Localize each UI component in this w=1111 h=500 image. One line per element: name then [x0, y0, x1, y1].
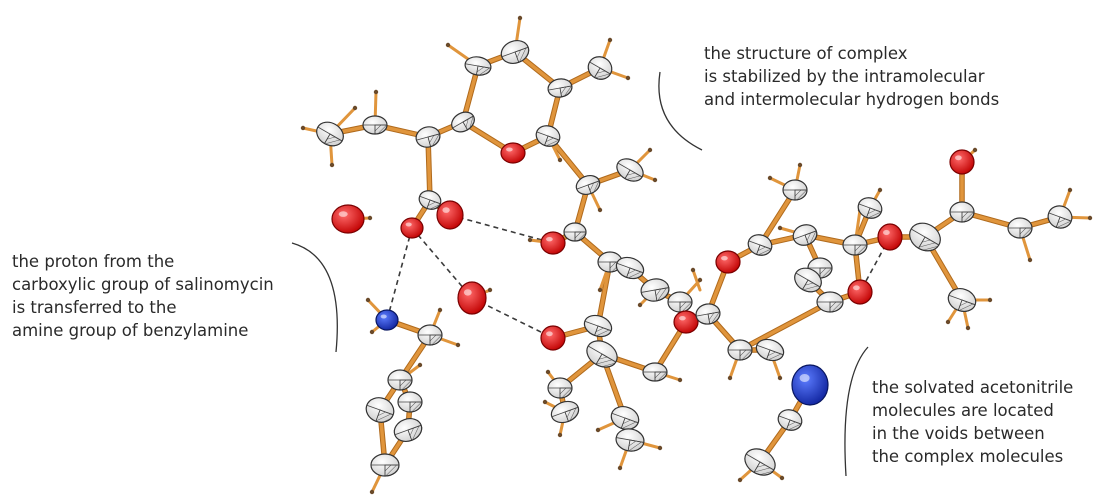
oxygen-atom: [847, 279, 873, 305]
carbon-atom: [949, 201, 975, 223]
annotation-line: the structure of complex: [704, 44, 908, 63]
carbon-atom: [842, 234, 868, 256]
carbon-atom: [417, 324, 443, 346]
oxygen-atom: [540, 325, 566, 351]
carbon-atom: [586, 340, 618, 368]
carbon-atom: [575, 174, 601, 196]
nitrogen-atom: [791, 364, 829, 406]
bond: [737, 299, 833, 353]
oxygen-atom: [540, 231, 566, 255]
carbon-atom: [642, 362, 668, 382]
bracket-bottom: [844, 346, 869, 477]
annotation-line: the solvated acetonitrile: [872, 378, 1074, 397]
carbon-atom: [782, 179, 808, 201]
oxygen-atom: [877, 223, 903, 251]
carbon-atom: [587, 56, 613, 80]
carbon-atom: [365, 397, 395, 423]
carbon-atom: [777, 409, 803, 431]
annotation-acetonitrile: the solvated acetonitrile molecules are …: [872, 376, 1073, 468]
carbon-atom: [500, 40, 530, 64]
carbon-atom: [667, 291, 693, 313]
hydrogen-bond: [471, 297, 554, 339]
carbon-atom: [640, 278, 670, 302]
carbon-atom: [415, 126, 441, 148]
annotation-line: and intermolecular hydrogen bonds: [704, 90, 1000, 109]
annotation-line: is transferred to the: [12, 298, 177, 317]
carbon-atom: [610, 406, 640, 430]
bond: [595, 259, 613, 329]
carbon-atom: [744, 448, 776, 476]
oxygen-atom: [673, 310, 699, 334]
carbon-atom: [947, 288, 977, 312]
carbon-atom: [695, 303, 721, 325]
carbon-atom: [1047, 205, 1073, 229]
annotation-line: molecules are located: [872, 401, 1054, 420]
carbon-atom: [397, 391, 423, 413]
carbon-atom: [316, 121, 344, 147]
carbon-atom: [563, 222, 587, 242]
carbon-atom: [857, 197, 883, 219]
bracket-left: [291, 242, 338, 353]
oxygen-atom: [436, 200, 464, 230]
annotation-line: the proton from the: [12, 252, 175, 271]
carbon-atom: [909, 222, 941, 252]
carbon-atom: [451, 111, 475, 133]
nitrogen-atom: [375, 309, 399, 331]
annotation-brackets: [291, 71, 869, 477]
carbon-atom: [550, 400, 580, 424]
oxygen-atom: [715, 250, 741, 274]
annotation-line: is stabilized by the intramolecular: [704, 67, 985, 86]
carbon-atom: [547, 78, 573, 98]
carbon-atom: [816, 291, 844, 313]
carbon-atom: [362, 115, 388, 135]
hydrogen-bond: [449, 214, 554, 244]
carbon-atom: [794, 267, 822, 293]
carbon-atom: [464, 56, 492, 76]
hydrogen-atom: [690, 267, 702, 292]
oxygen-atom: [400, 217, 424, 239]
carbon-atom: [615, 428, 645, 452]
carbon-atom: [547, 377, 573, 399]
carbon-atom: [583, 314, 613, 338]
carbon-atom: [615, 256, 645, 280]
carbon-atom: [1007, 217, 1033, 239]
annotation-hydrogen-bonds: the structure of complex is stabilized b…: [704, 42, 999, 111]
carbon-atom: [747, 234, 773, 256]
atom-layer: [316, 40, 1073, 477]
oxygen-atom: [457, 281, 487, 315]
carbon-atom: [727, 339, 753, 361]
annotation-proton-transfer: the proton from the carboxylic group of …: [12, 250, 274, 342]
oxygen-atom: [500, 142, 526, 164]
bracket-top: [658, 71, 703, 151]
annotation-line: carboxylic group of salinomycin: [12, 275, 274, 294]
hydrogen-bond: [386, 227, 413, 321]
oxygen-atom: [949, 149, 975, 175]
carbon-atom: [393, 418, 423, 442]
annotation-line: in the voids between: [872, 424, 1045, 443]
annotation-line: the complex molecules: [872, 447, 1064, 466]
carbon-atom: [370, 453, 400, 477]
carbon-atom: [616, 158, 644, 182]
oxygen-atom: [331, 204, 365, 234]
carbon-atom: [792, 224, 818, 246]
carbon-atom: [755, 338, 785, 362]
carbon-atom: [535, 125, 561, 147]
annotation-line: amine group of benzylamine: [12, 321, 249, 340]
carbon-atom: [387, 369, 413, 391]
carbon-atom: [418, 190, 442, 210]
